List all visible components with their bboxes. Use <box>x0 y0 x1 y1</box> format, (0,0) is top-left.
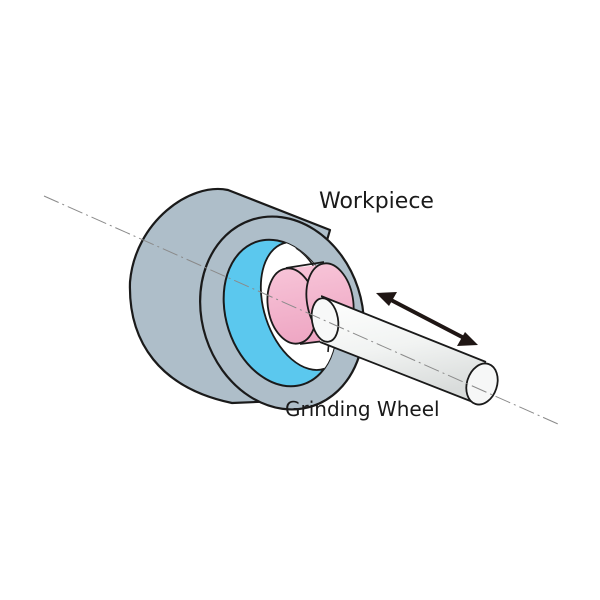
double-headed-arrow-icon <box>376 292 478 346</box>
grinding-wheel-label: Grinding Wheel <box>285 397 440 421</box>
spindle-near-end <box>310 297 340 343</box>
center-axis <box>43 195 559 425</box>
spindle <box>320 296 486 404</box>
spindle-far-end <box>465 362 499 406</box>
workpiece-label: Workpiece <box>319 189 434 214</box>
